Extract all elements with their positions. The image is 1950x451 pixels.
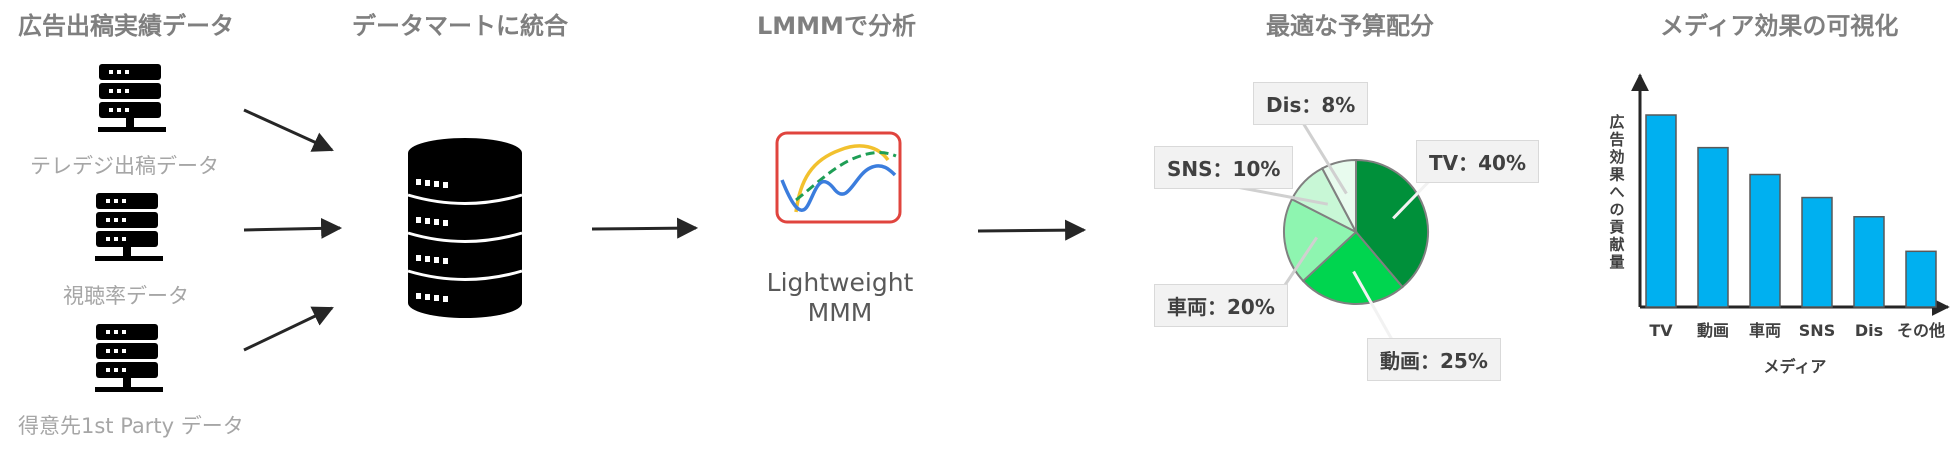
arrow-source1-to-datamart	[243, 108, 334, 152]
server-icon	[95, 193, 163, 261]
bar-tick-label-5: Dis	[1855, 321, 1883, 340]
pie-chart	[1283, 158, 1429, 305]
server-icon	[95, 324, 163, 392]
lightweight-label-line1: Lightweight	[766, 268, 914, 297]
bar-tick-label-4: SNS	[1799, 321, 1835, 340]
database-icon	[407, 138, 523, 318]
title-datamart: データマートに統合	[352, 12, 568, 40]
pie-slice-1	[1355, 158, 1429, 289]
title-ad-data: 広告出稿実績データ	[18, 12, 234, 40]
pie-leader-5	[1298, 117, 1348, 195]
source-label-rating-data: 視聴率データ	[63, 284, 189, 308]
server-icon	[98, 64, 166, 132]
bar-tick-label-2: 動画	[1697, 321, 1729, 340]
arrow-datamart-to-lmmm	[591, 217, 699, 239]
title-media-effect: メディア効果の可視化	[1660, 12, 1899, 40]
bar-tick-label-6: その他	[1897, 321, 1945, 340]
pie-slice-2	[1301, 230, 1404, 305]
bar-x-axis-label: メディア	[1764, 357, 1827, 376]
lightweight-label-line2: MMM	[807, 298, 873, 327]
source-label-1st-party-data: 得意先1st Party データ	[18, 414, 244, 438]
lightweight-mmm-icon	[775, 131, 902, 224]
bar-1	[1645, 114, 1677, 308]
source-label-tv-data: テレデジ出稿データ	[30, 154, 219, 178]
title-lmmm: LMMMで分析	[757, 12, 916, 40]
bar-3	[1749, 173, 1781, 308]
bar-2	[1697, 146, 1729, 308]
pie-leader-2	[1352, 270, 1397, 346]
pie-label-sharyo: 車両：20%	[1154, 284, 1288, 327]
arrow-source3-to-datamart	[243, 306, 334, 352]
bar-6	[1905, 250, 1937, 308]
bar-4	[1801, 196, 1833, 308]
title-budget: 最適な予算配分	[1266, 12, 1434, 40]
bar-5	[1853, 216, 1885, 308]
bar-tick-label-1: TV	[1649, 321, 1673, 340]
bar-tick-label-3: 車両	[1749, 321, 1781, 340]
arrow-lmmm-to-budget	[977, 219, 1087, 241]
pie-label-sns: SNS：10%	[1154, 146, 1294, 189]
pie-label-douga: 動画：25%	[1367, 338, 1501, 381]
bar-y-axis-label: 広告効果への貢献量	[1608, 113, 1625, 271]
pie-label-dis: Dis：8%	[1253, 82, 1369, 125]
pie-slice-5	[1320, 158, 1357, 233]
pie-label-tv: TV：40%	[1416, 140, 1539, 183]
arrow-source2-to-datamart	[243, 217, 343, 239]
